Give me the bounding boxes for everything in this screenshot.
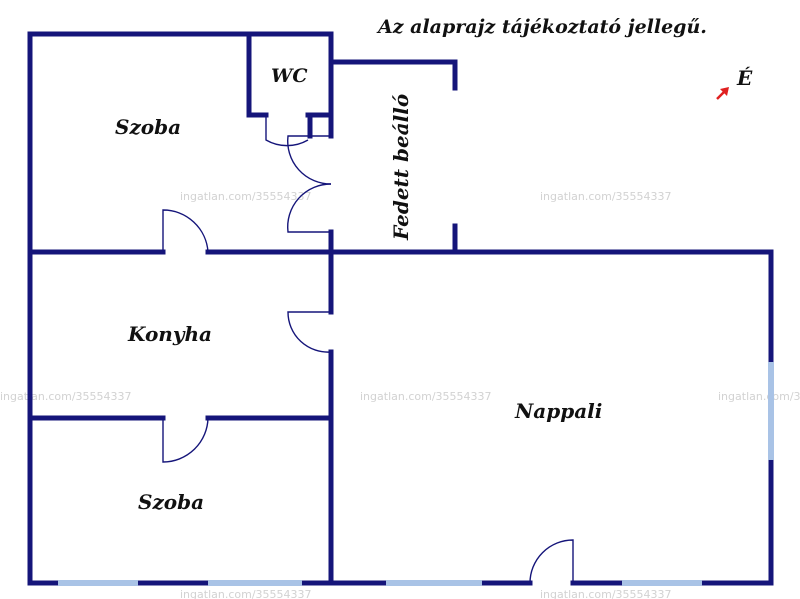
watermark-6: ingatlan.com/35554337	[180, 588, 312, 599]
door-entrance	[529, 539, 574, 584]
room-label-szoba-top: Szoba	[115, 115, 181, 139]
room-label-nappali: Nappali	[514, 399, 602, 423]
room-labels: WC Szoba Fedett beálló Konyha Szoba Napp…	[115, 65, 602, 514]
watermark-3: ingatlan.com/35554337	[0, 390, 132, 403]
room-label-konyha: Konyha	[127, 322, 212, 346]
room-label-fedett-beallo: Fedett beálló	[389, 94, 413, 241]
watermark-2: ingatlan.com/35554337	[540, 190, 672, 203]
room-label-wc: WC	[271, 65, 307, 87]
door-wc	[265, 115, 309, 147]
watermark-7: ingatlan.com/35554337	[540, 588, 672, 599]
disclaimer-note: Az alaprajz tájékoztató jellegű.	[376, 16, 707, 38]
room-label-szoba-bottom: Szoba	[138, 490, 204, 514]
watermark-4: ingatlan.com/35554337	[360, 390, 492, 403]
door-szoba-konyha	[162, 209, 209, 253]
watermark-1: ingatlan.com/35554337	[180, 190, 312, 203]
compass-label: É	[736, 66, 753, 90]
door-konyha-szoba	[162, 417, 209, 463]
windows	[58, 362, 774, 586]
door-konyha-nappali	[287, 311, 332, 353]
door-carport-2	[287, 183, 332, 233]
north-arrow-icon	[716, 87, 729, 100]
doors	[162, 115, 574, 584]
watermark-5: ingatlan.com/35554337	[718, 390, 800, 403]
door-carport-1	[287, 135, 332, 185]
compass: É	[716, 66, 753, 100]
watermarks: ingatlan.com/35554337 ingatlan.com/35554…	[0, 190, 800, 599]
